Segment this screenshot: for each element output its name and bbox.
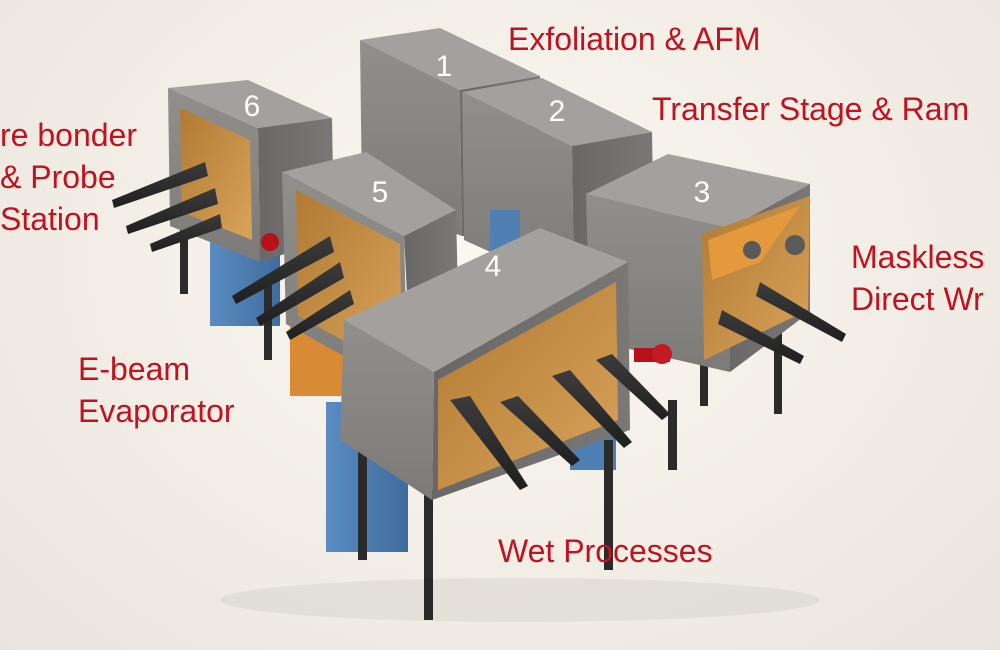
label-exfoliation-afm: Exfoliation & AFM xyxy=(508,21,761,57)
station-6-glovebox xyxy=(168,80,334,358)
label-wire-bonder-line-2: & Probe xyxy=(0,159,116,195)
station-4-number: 4 xyxy=(484,250,502,283)
label-transfer-stage: Transfer Stage & Ram xyxy=(652,91,970,127)
station-3-number: 3 xyxy=(693,176,711,209)
glove-ports xyxy=(112,162,846,490)
label-wire-bonder-line-1: re bonder xyxy=(0,117,137,153)
label-wire-bonder-line-3: Station xyxy=(0,201,100,237)
label-ebeam-evaporator: E-beam Evaporator xyxy=(78,348,235,432)
label-ebeam-line-1: E-beam xyxy=(78,351,191,387)
station-2-number: 2 xyxy=(548,95,566,128)
station-5-number: 5 xyxy=(371,176,389,209)
station-6-number: 6 xyxy=(243,90,261,123)
label-maskless-line-2: Direct Wr xyxy=(851,281,984,317)
label-wire-bonder-probe-station: re bonder & Probe Station xyxy=(0,114,137,240)
label-maskless-direct-write: Maskless Direct Wr xyxy=(851,236,984,320)
station-1-number: 1 xyxy=(435,50,453,83)
label-wet-processes: Wet Processes xyxy=(498,533,713,569)
label-maskless-line-1: Maskless xyxy=(851,239,985,275)
label-ebeam-line-2: Evaporator xyxy=(78,393,235,429)
floor-shadow xyxy=(220,578,820,622)
